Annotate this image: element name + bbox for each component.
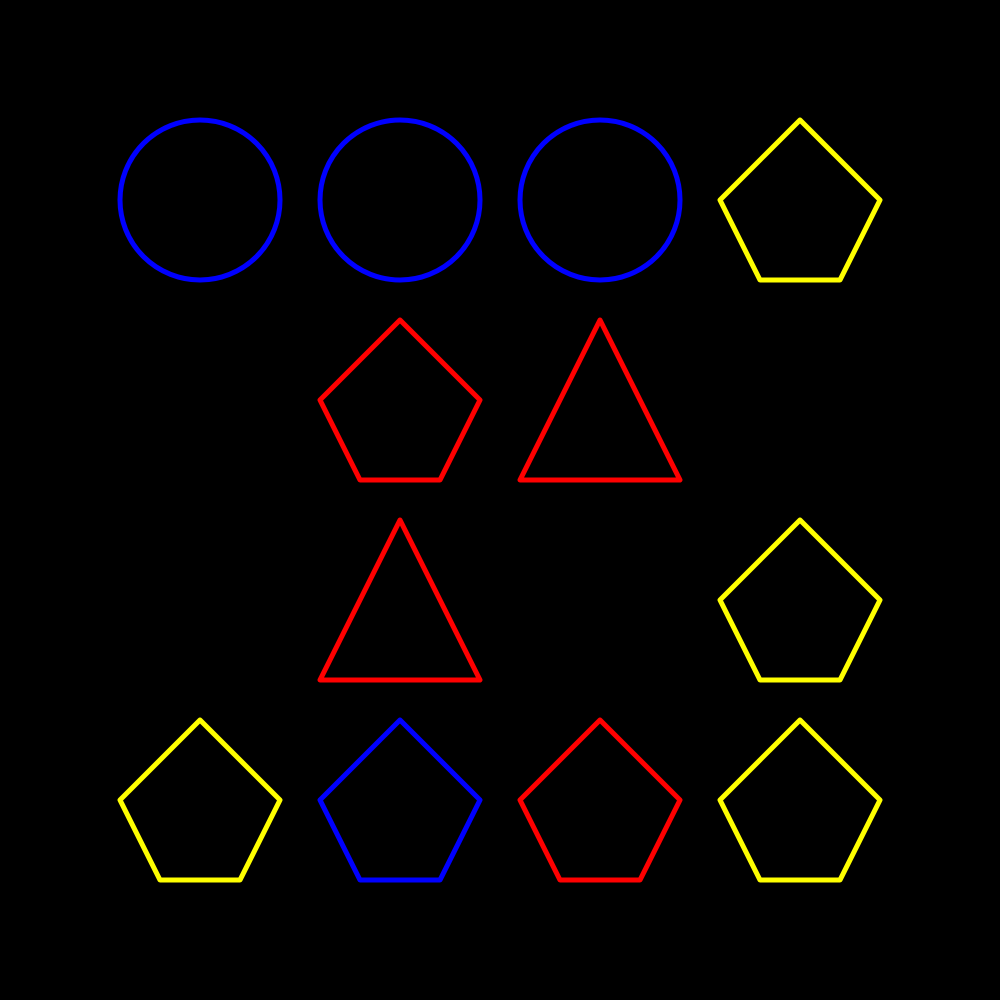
red-pentagon-r4c3 bbox=[517, 717, 683, 883]
blue-pentagon-r4c2 bbox=[317, 717, 483, 883]
yellow-pentagon-r3c4 bbox=[717, 517, 883, 683]
yellow-pentagon-r1c4 bbox=[717, 117, 883, 283]
blue-circle-r1c2 bbox=[317, 117, 483, 283]
yellow-pentagon-r4c4 bbox=[717, 717, 883, 883]
red-triangle-r2c3 bbox=[517, 317, 683, 483]
red-pentagon-r2c2 bbox=[317, 317, 483, 483]
blue-circle-r1c3 bbox=[517, 117, 683, 283]
blue-circle-r1c1 bbox=[117, 117, 283, 283]
red-triangle-r3c2 bbox=[317, 517, 483, 683]
yellow-pentagon-r4c1 bbox=[117, 717, 283, 883]
